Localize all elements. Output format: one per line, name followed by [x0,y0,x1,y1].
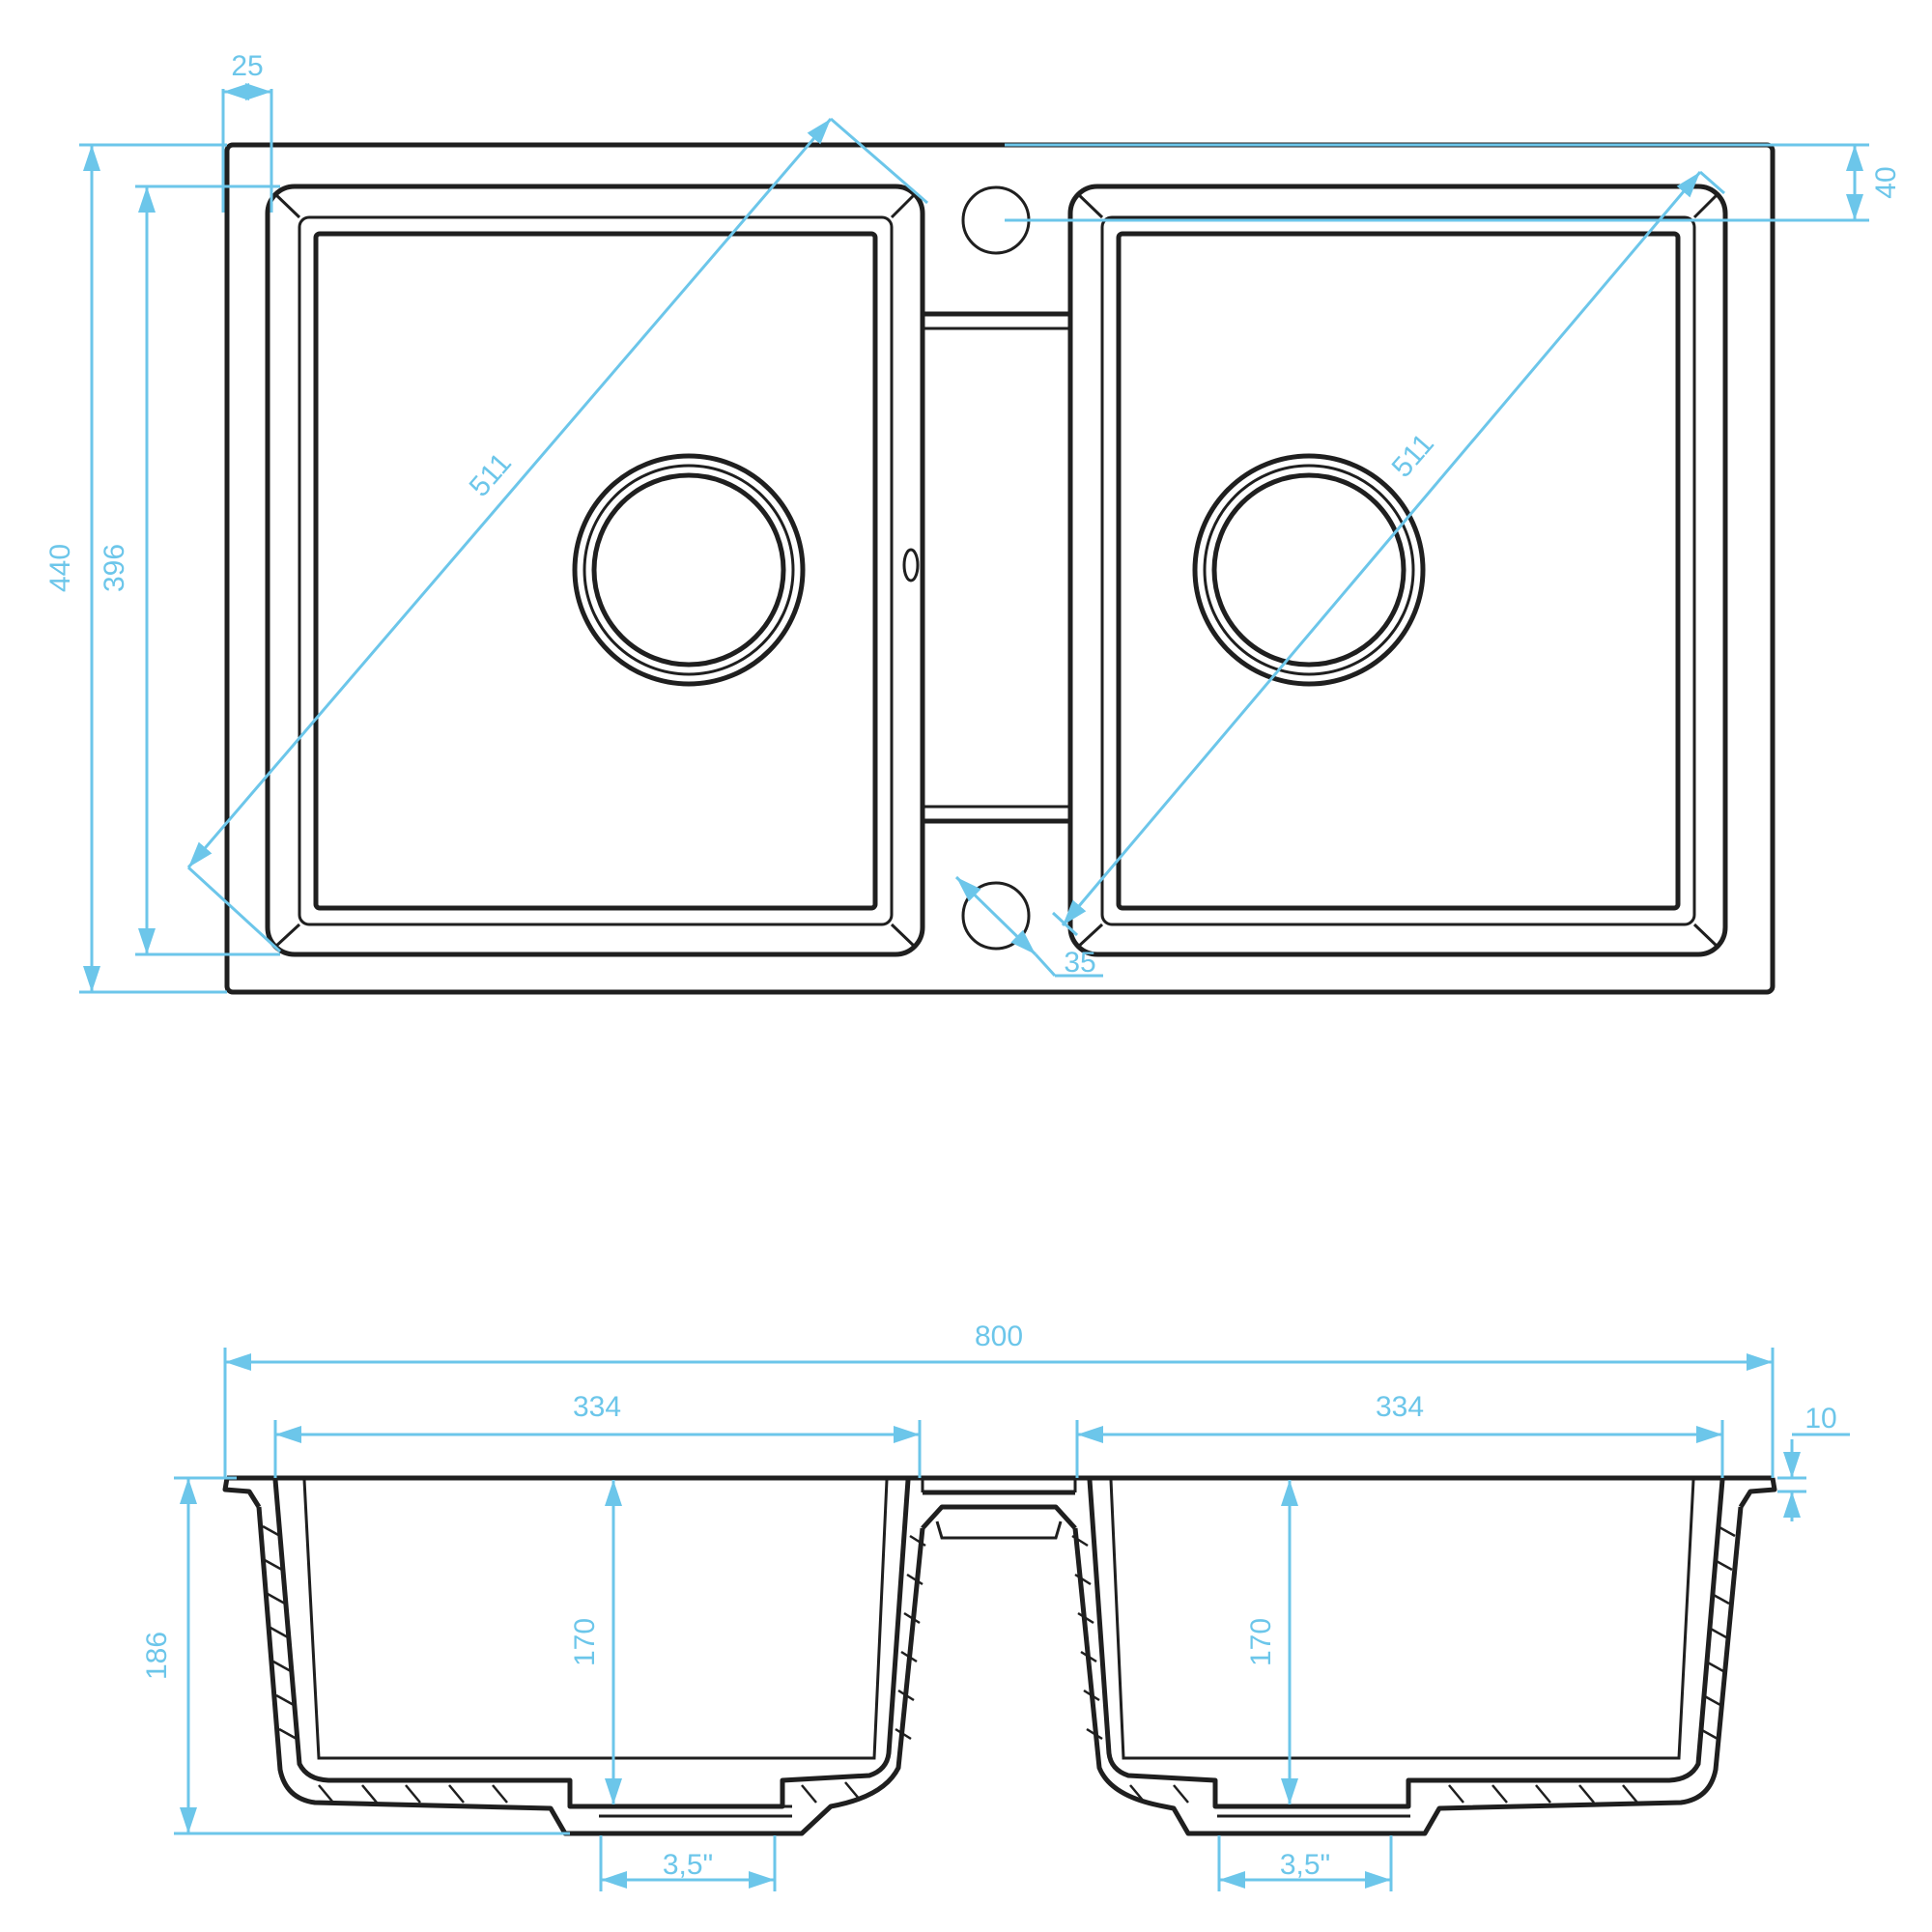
dim-overall-width-label: 800 [975,1321,1023,1352]
right-bowl-top [1067,184,1728,957]
left-bowl-section [256,1479,925,1836]
dim-right-diagonal: 511 [1051,170,1725,937]
dim-overall-width: 800 [223,1321,1775,1478]
overflow-icon [902,548,920,582]
dim-overall-depth-label: 440 [44,544,76,592]
right-bowl-section [1072,1479,1744,1836]
left-bowl-hatching [262,1524,926,1804]
dim-tap-hole-diameter: 35 [954,875,1103,979]
left-drain-icon [572,453,806,687]
right-drain-icon [1192,453,1426,687]
dim-right-diagonal-label: 511 [1386,428,1440,484]
dim-left-bowl-depth-label: 170 [569,1618,601,1666]
right-bowl-hatching [1071,1524,1736,1804]
dim-rim-thickness: 10 [1777,1403,1850,1521]
dim-right-bowl-depth: 170 [1245,1480,1298,1804]
dim-left-bowl-width: 334 [273,1391,922,1478]
dim-tap-hole-diameter-label: 35 [1064,947,1095,979]
dim-bowl-depth-label: 396 [99,544,130,592]
dim-left-waste-size: 3,5" [599,1835,777,1891]
dim-left-waste-size-label: 3,5" [663,1849,713,1881]
dim-rim-width-label: 25 [231,50,263,82]
dim-overall-height-label: 186 [141,1632,173,1680]
dim-right-bowl-width-label: 334 [1376,1391,1424,1423]
dim-overall-height: 186 [141,1476,570,1835]
dim-right-bowl-width: 334 [1075,1391,1724,1478]
dim-overall-depth: 440 [44,143,227,994]
dim-rim-thickness-label: 10 [1804,1403,1836,1435]
dim-right-waste-size-label: 3,5" [1280,1849,1330,1881]
dim-right-bowl-depth-label: 170 [1245,1618,1277,1666]
dim-left-bowl-depth: 170 [569,1480,622,1804]
center-channel [921,311,1072,824]
dim-rim-width: 25 [221,50,273,213]
sink-outer-outline [224,142,1776,995]
dim-left-bowl-width-label: 334 [573,1391,621,1423]
dim-right-waste-size: 3,5" [1217,1835,1393,1891]
top-view: 25 440 396 511 511 [44,50,1902,995]
dim-tap-hole-offset-label: 40 [1870,166,1902,198]
dim-bowl-depth: 396 [99,185,280,956]
dim-tap-hole-offset: 40 [1005,143,1902,222]
section-view: 800 334 334 10 [141,1321,1850,1891]
center-bridge-section [921,1478,1077,1540]
